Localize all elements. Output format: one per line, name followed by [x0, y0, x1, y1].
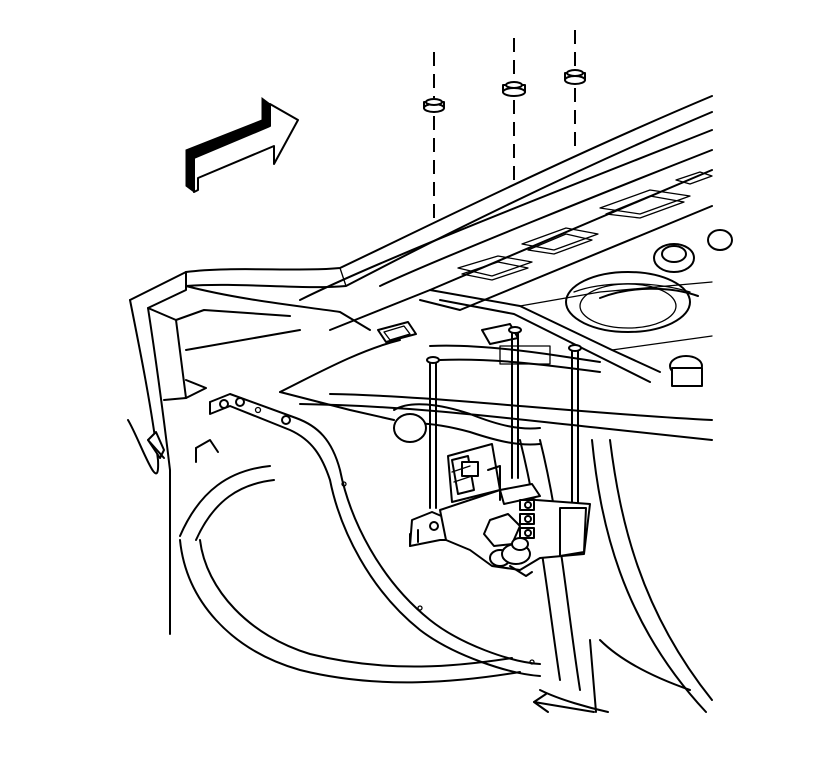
- mounting-strap: [209, 393, 541, 677]
- nut-fastener-left: [423, 52, 445, 224]
- nut-fastener-right: [564, 30, 586, 152]
- view-arrow-icon: [533, 693, 595, 713]
- quarter-panel-left: [127, 271, 521, 684]
- direction-arrow-icon: [185, 97, 299, 193]
- body-panel-upper: [185, 95, 733, 441]
- nut-fastener-middle: [502, 38, 526, 180]
- body-panel-lower-right: [279, 391, 713, 713]
- latch-assembly: [409, 326, 591, 577]
